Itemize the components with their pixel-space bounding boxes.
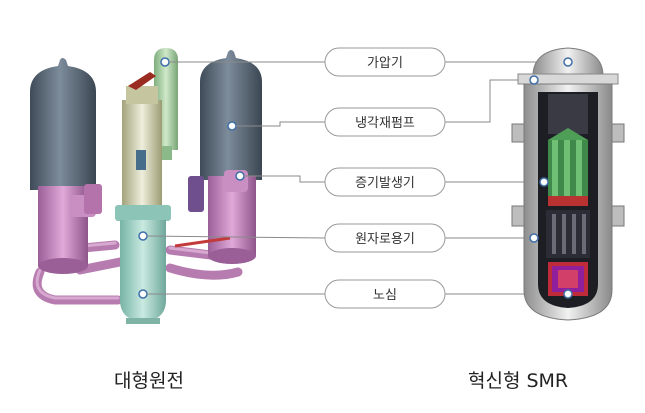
marker-steam-generator-smr <box>539 177 549 187</box>
component-labels: 가압기 냉각재펌프 증기발생기 원자로용기 노심 <box>324 47 446 309</box>
label-coolant-pump-text: 냉각재펌프 <box>355 116 415 131</box>
marker-coolant-pump-large <box>235 171 245 181</box>
label-core: 노심 <box>324 279 446 309</box>
label-pressurizer: 가압기 <box>324 47 446 77</box>
smr-illustration <box>511 47 625 321</box>
marker-pressurizer-smr <box>563 57 573 67</box>
label-coolant-pump: 냉각재펌프 <box>324 107 446 137</box>
large-plant-illustration <box>30 48 262 324</box>
marker-reactor-vessel-smr <box>529 233 539 243</box>
left-steam-generator <box>30 58 102 274</box>
label-steam-generator-text: 증기발생기 <box>355 176 415 191</box>
smr-reactor-vessel <box>546 210 590 258</box>
marker-core-smr <box>563 289 573 299</box>
label-pressurizer-text: 가압기 <box>367 56 403 71</box>
label-reactor-vessel-text: 원자로용기 <box>355 232 415 247</box>
marker-core-large <box>138 289 148 299</box>
label-steam-generator: 증기발생기 <box>324 167 446 197</box>
caption-large-plant: 대형원전 <box>114 370 184 392</box>
smr-core <box>548 262 588 296</box>
marker-steam-generator-large <box>227 121 237 131</box>
caption-smr: 혁신형 SMR <box>468 370 569 392</box>
smr-steam-generator <box>548 128 588 198</box>
marker-reactor-vessel-large <box>138 231 148 241</box>
reactor-coolant-pump <box>122 72 162 210</box>
marker-pressurizer-large <box>160 57 170 67</box>
reactor-vessel <box>115 205 171 324</box>
right-steam-generator <box>188 50 262 264</box>
label-reactor-vessel: 원자로용기 <box>324 223 446 253</box>
marker-coolant-pump-smr <box>529 75 539 85</box>
label-core-text: 노심 <box>373 288 397 303</box>
